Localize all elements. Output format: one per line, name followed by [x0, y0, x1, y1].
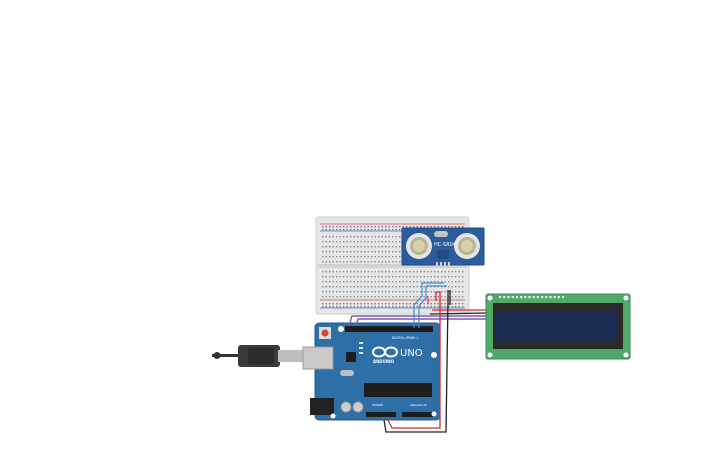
power-header[interactable]	[366, 412, 396, 417]
wire-purple-2[interactable]	[355, 318, 486, 327]
transducer-right	[454, 233, 480, 259]
breadboard-holes	[322, 226, 464, 308]
lcd-screen	[496, 312, 618, 342]
sensor-model: HC-SR04	[434, 242, 456, 248]
power-label: POWER	[372, 403, 383, 407]
arduino-uno-board[interactable]: DIGITAL (PWM~) UNO ARDUINO POWER ANALOG …	[302, 322, 441, 421]
wire-black-lcd[interactable]	[429, 312, 487, 315]
power-jack[interactable]	[310, 398, 334, 415]
lcd-module[interactable]	[485, 293, 631, 360]
atmega-chip	[364, 383, 432, 397]
transducer-left	[406, 233, 432, 259]
analog-label: ANALOG IN	[410, 403, 427, 407]
wire-red-vcc[interactable]	[387, 291, 441, 429]
wire-blue-echo[interactable]	[418, 285, 447, 328]
board-brand: ARDUINO	[373, 359, 395, 364]
usb-port[interactable]	[302, 346, 334, 370]
usb-cable	[212, 345, 304, 367]
digital-header[interactable]	[345, 326, 433, 332]
wire-purple-1[interactable]	[348, 315, 486, 327]
board-model: UNO	[400, 348, 423, 359]
wires	[348, 282, 487, 433]
digital-header-label: DIGITAL (PWM~)	[392, 336, 418, 340]
ultrasonic-sensor[interactable]: HC-SR04	[401, 227, 485, 266]
arduino-logo	[372, 346, 398, 358]
analog-header[interactable]	[402, 412, 434, 417]
lcd-pin-header[interactable]	[499, 296, 565, 299]
wire-blue-trig[interactable]	[413, 282, 444, 328]
wire-black-gnd[interactable]	[383, 290, 449, 433]
